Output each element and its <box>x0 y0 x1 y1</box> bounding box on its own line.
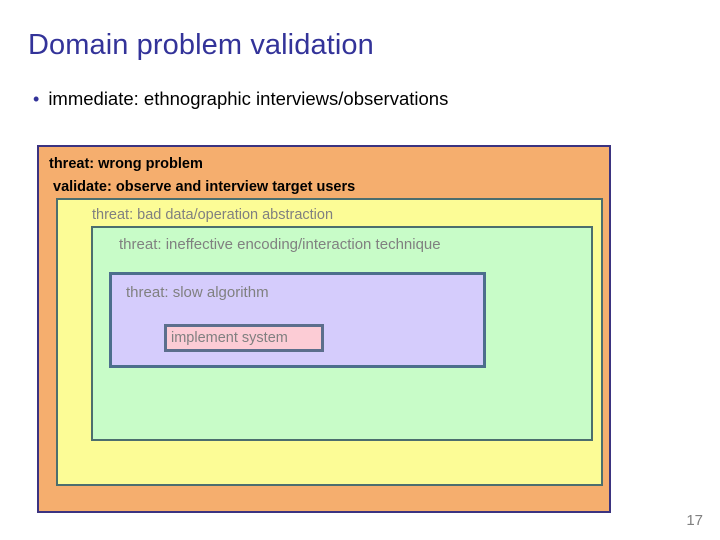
validate-observe-interview-label: validate: observe and interview target u… <box>53 179 356 195</box>
bullet-list-item: • immediate: ethnographic interviews/obs… <box>33 88 448 110</box>
nested-box-level-1-orange: threat: wrong problem validate: observe … <box>37 145 611 513</box>
threat-wrong-problem-label: threat: wrong problem <box>49 156 203 172</box>
nested-box-level-4-lavender: threat: slow algorithm implement system <box>109 272 486 368</box>
threat-slow-algorithm-label: threat: slow algorithm <box>126 284 269 301</box>
page-number: 17 <box>686 512 703 529</box>
page-title: Domain problem validation <box>28 29 374 61</box>
nested-box-level-2-yellow: threat: bad data/operation abstraction t… <box>56 198 603 486</box>
threat-bad-data-abstraction-label: threat: bad data/operation abstraction <box>92 207 334 223</box>
nested-box-level-5-pink: implement system <box>164 324 324 352</box>
nested-box-level-3-green: threat: ineffective encoding/interaction… <box>91 226 593 441</box>
bullet-marker-icon: • <box>33 89 40 109</box>
implement-system-label: implement system <box>171 330 288 346</box>
bullet-item-label: immediate: ethnographic interviews/obser… <box>48 88 449 109</box>
threat-ineffective-encoding-label: threat: ineffective encoding/interaction… <box>119 236 441 253</box>
